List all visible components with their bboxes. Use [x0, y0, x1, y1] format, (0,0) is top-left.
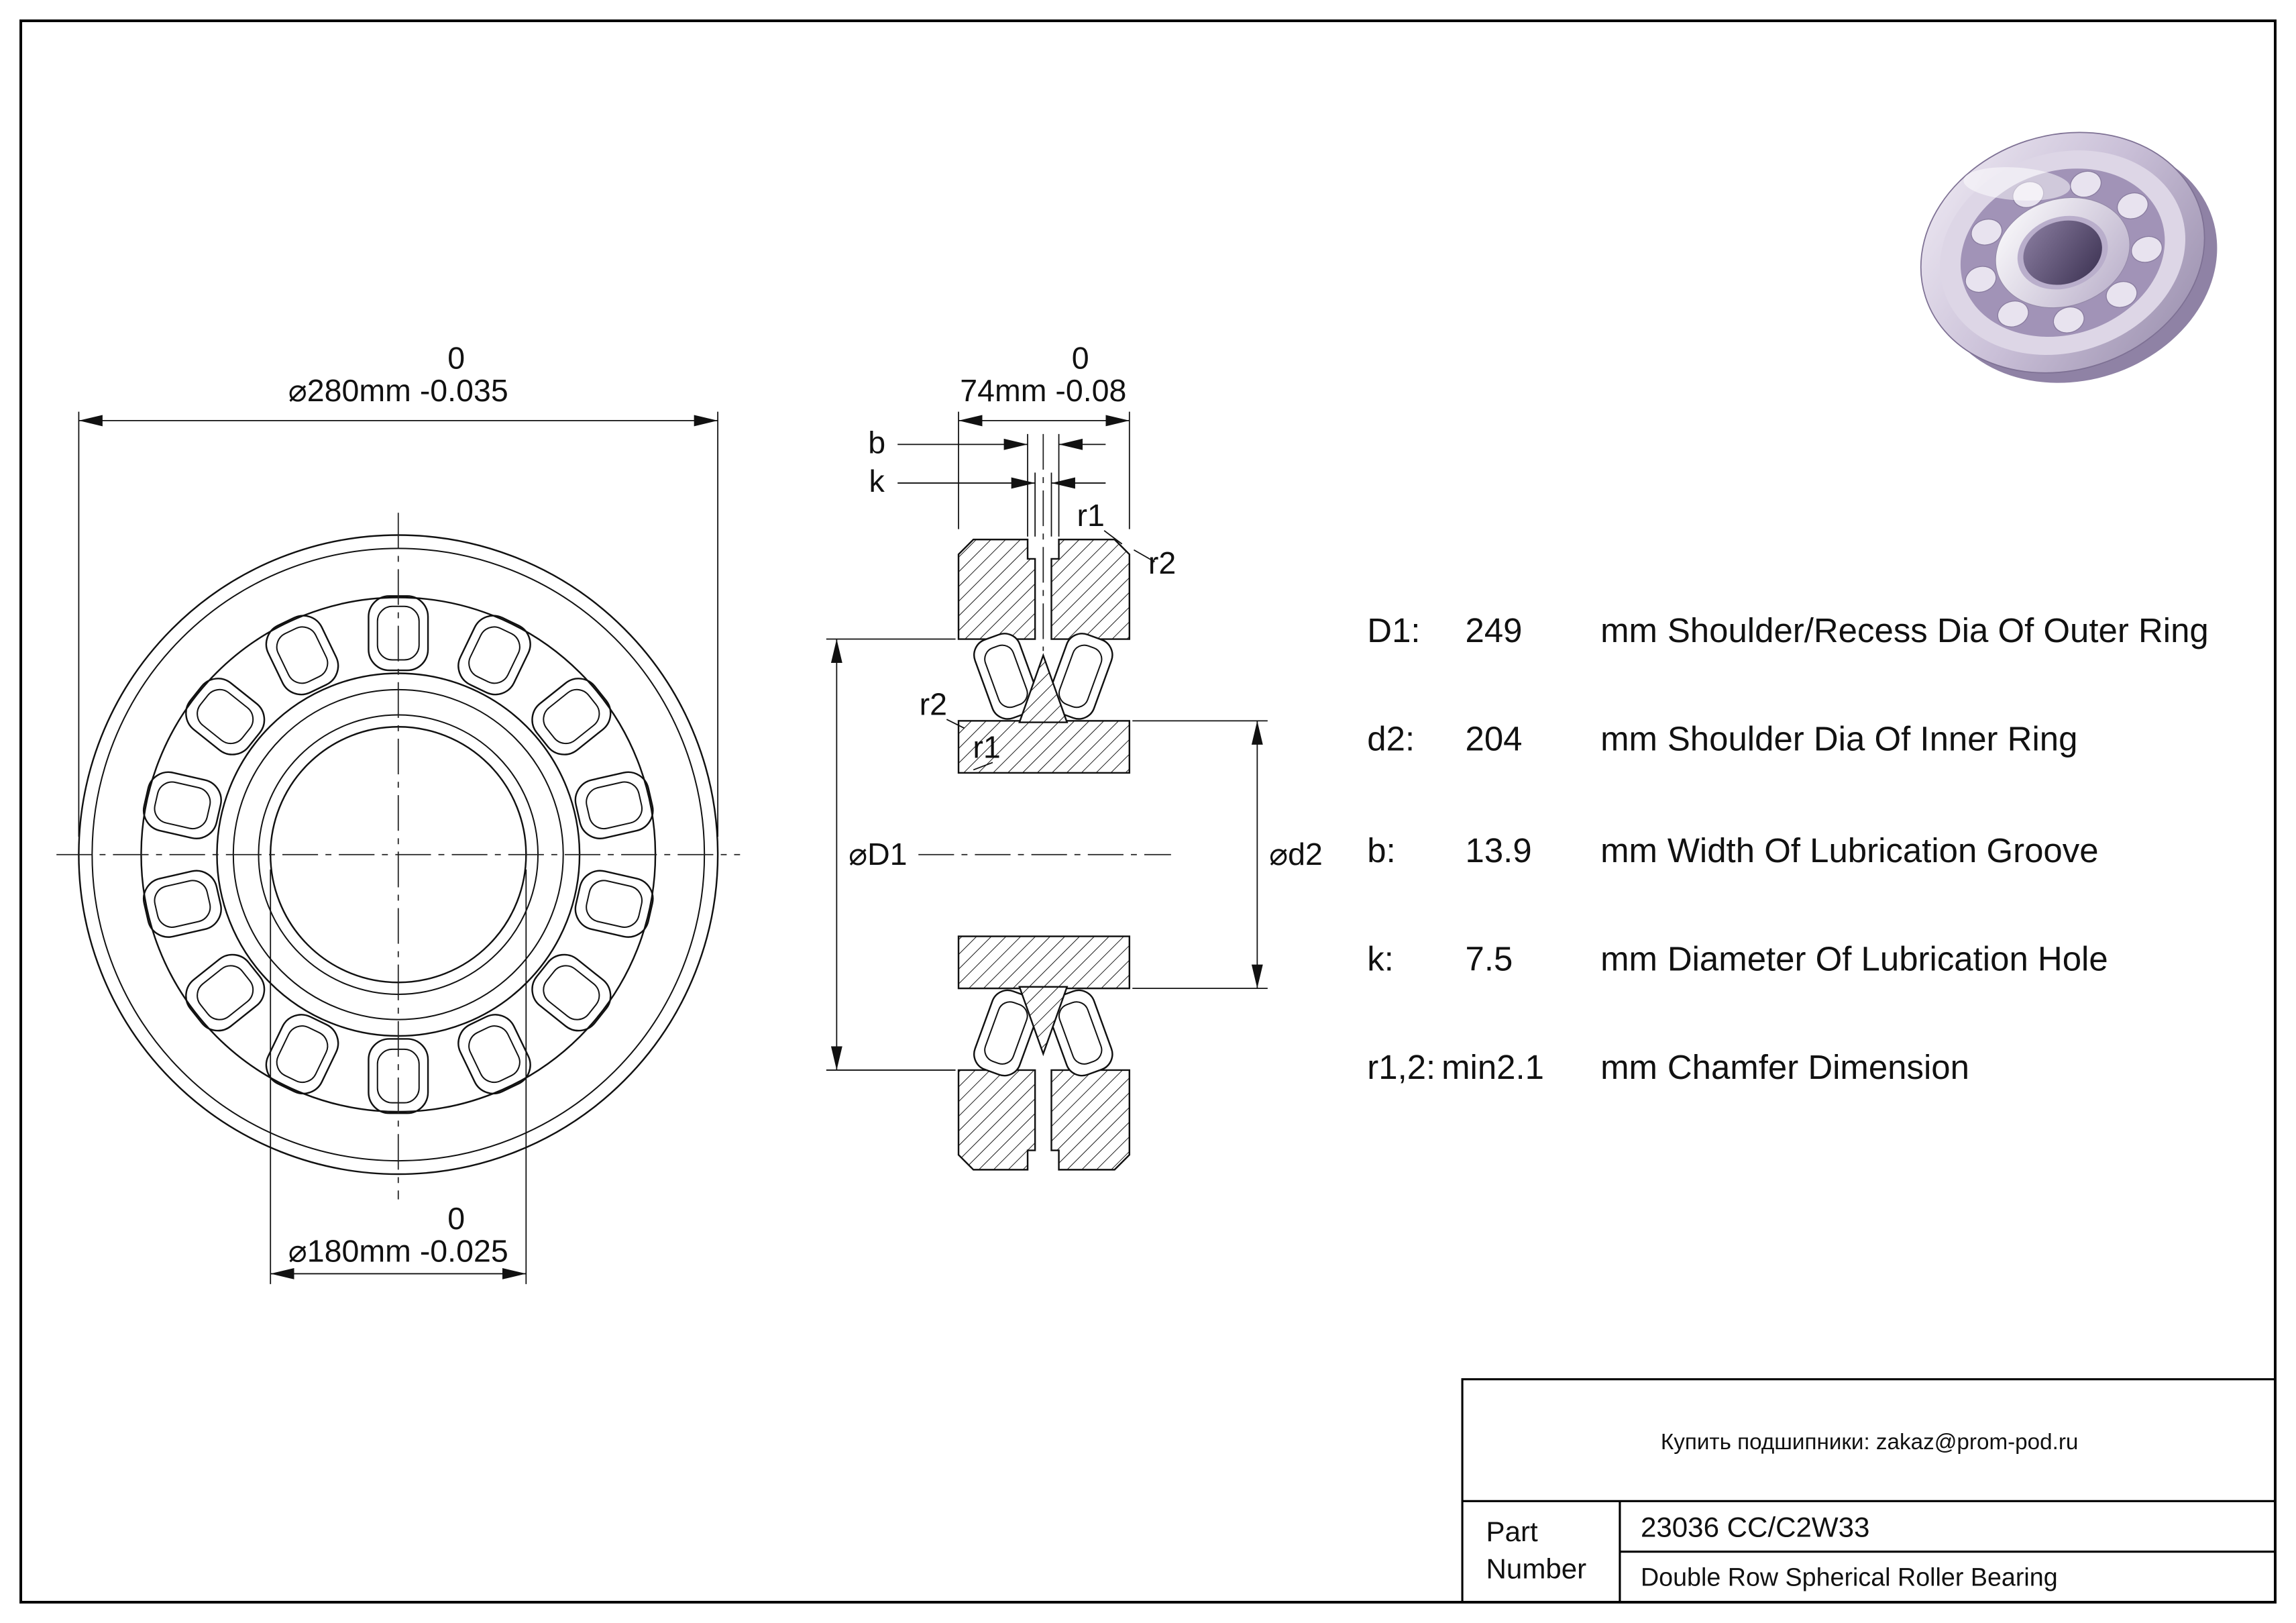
- leader-line: [973, 762, 993, 771]
- photo-roller: [2070, 170, 2102, 198]
- outer-ring-section-bottom-right: [1050, 1069, 1131, 1171]
- spec-name: r1,2:: [1367, 1048, 1435, 1086]
- roller: [457, 615, 531, 696]
- specifications: D1: 249 mm Shoulder/Recess Dia Of Outer …: [1367, 611, 2208, 1086]
- width-dimension-label: 74mm -0.08: [960, 373, 1126, 408]
- spec-row-r12: r1,2: min2.1 mm Chamfer Dimension: [1367, 1048, 1969, 1086]
- photo-roller: [1971, 218, 2003, 246]
- spec-value: 7.5: [1466, 940, 1513, 978]
- section-view: 0 74mm -0.08 b k r1 r2 r2 r1: [826, 340, 1323, 1171]
- front-view: 0 ⌀280mm -0.035 0 ⌀180mm -0.025: [56, 340, 741, 1284]
- spec-value: 13.9: [1466, 831, 1532, 870]
- dimension-groove-b: b: [868, 425, 1106, 537]
- bore-tolerance-zero: 0: [447, 1201, 465, 1236]
- d1-label: ⌀D1: [849, 837, 907, 872]
- inner-ring-section-bottom: [957, 935, 1131, 990]
- inner-ring-rib-top: [1018, 653, 1069, 723]
- spec-description: Shoulder/Recess Dia Of Outer Ring: [1668, 611, 2209, 649]
- roller-section-bottom-right: [1047, 989, 1113, 1077]
- groove-label-b: b: [868, 425, 885, 460]
- roller-section-top-left: [973, 633, 1039, 720]
- spec-name: k:: [1367, 940, 1394, 978]
- roller: [457, 1014, 531, 1095]
- roller: [265, 615, 339, 696]
- spec-description: Shoulder Dia Of Inner Ring: [1668, 720, 2078, 758]
- chamfer-labels: r1 r2 r2 r1: [920, 498, 1176, 771]
- roller: [574, 870, 654, 938]
- roller: [531, 678, 612, 755]
- roller: [574, 771, 654, 839]
- chamfer-label-r2-top: r2: [1148, 545, 1176, 580]
- bore-dimension-label: ⌀180mm -0.025: [288, 1234, 508, 1269]
- od-dimension-label: ⌀280mm -0.035: [288, 373, 508, 408]
- spec-name: D1:: [1367, 611, 1420, 649]
- photo-roller: [2130, 235, 2163, 263]
- bearing-description: Double Row Spherical Roller Bearing: [1641, 1563, 2058, 1591]
- outer-ring-section-top-right: [1050, 538, 1131, 640]
- roller: [185, 678, 266, 755]
- inner-ring-rib-bottom: [1018, 986, 1069, 1057]
- spec-row-k: k: 7.5 mm Diameter Of Lubrication Hole: [1367, 940, 2108, 978]
- title-block-border: [1461, 1378, 2277, 1604]
- title-block: Купить подшипники: zakaz@prom-pod.ru Par…: [1461, 1378, 2277, 1604]
- outer-ring-section-bottom-left: [957, 1069, 1036, 1171]
- photo-roller: [2116, 192, 2148, 219]
- spec-unit: mm: [1600, 611, 1657, 649]
- spec-description: Width Of Lubrication Groove: [1668, 831, 2099, 870]
- dimension-width: 0 74mm -0.08: [958, 340, 1130, 529]
- leader-line: [1103, 530, 1123, 545]
- bearing-highlight: [1963, 167, 2071, 201]
- spec-row-d2: d2: 204 mm Shoulder Dia Of Inner Ring: [1367, 720, 2077, 758]
- spec-unit: mm: [1600, 1048, 1657, 1086]
- photo-roller: [1997, 300, 2029, 327]
- bearing-bore: [2023, 220, 2102, 285]
- dimension-bore-diameter: 0 ⌀180mm -0.025: [270, 869, 527, 1284]
- roller: [142, 870, 222, 938]
- spec-value: 204: [1466, 720, 1523, 758]
- part-number-label-line1: Part: [1486, 1516, 1538, 1547]
- photo-roller: [1965, 266, 1997, 293]
- bearing-photo-rollers: [1965, 170, 2163, 333]
- hole-label-k: k: [869, 464, 885, 499]
- roller: [185, 953, 266, 1032]
- chamfer-label-r1-top: r1: [1077, 498, 1105, 533]
- spec-description: Chamfer Dimension: [1668, 1048, 1969, 1086]
- dimension-outer-diameter: 0 ⌀280mm -0.035: [78, 340, 718, 837]
- sheet-frame: [19, 19, 2277, 1604]
- dimension-d2: ⌀d2: [1132, 720, 1323, 989]
- spec-unit: mm: [1600, 720, 1657, 758]
- roller-section-top-right: [1047, 633, 1113, 720]
- spec-unit: mm: [1600, 940, 1657, 978]
- part-number-value: 23036 CC/C2W33: [1641, 1512, 1870, 1543]
- spec-name: d2:: [1367, 720, 1415, 758]
- spec-value: 249: [1466, 611, 1523, 649]
- spec-row-b: b: 13.9 mm Width Of Lubrication Groove: [1367, 831, 2098, 870]
- outer-ring-section-top-left: [957, 538, 1036, 640]
- roller: [265, 1014, 339, 1095]
- od-tolerance-zero: 0: [447, 340, 465, 375]
- photo-roller: [2053, 306, 2085, 333]
- d2-label: ⌀d2: [1269, 837, 1323, 872]
- roller-section-bottom-left: [973, 989, 1039, 1077]
- dimension-hole-k: k: [869, 464, 1106, 537]
- contact-email: Купить подшипники: zakaz@prom-pod.ru: [1661, 1430, 2079, 1455]
- roller: [142, 771, 222, 839]
- width-tolerance-zero: 0: [1072, 340, 1089, 375]
- spec-description: Diameter Of Lubrication Hole: [1668, 940, 2108, 978]
- roller: [531, 953, 612, 1032]
- spec-unit: mm: [1600, 831, 1657, 870]
- spec-value: min2.1: [1441, 1048, 1544, 1086]
- leader-line: [946, 719, 965, 729]
- chamfer-label-r2-left: r2: [920, 687, 947, 722]
- chamfer-label-r1-left: r1: [973, 730, 1000, 765]
- part-number-label-line2: Number: [1486, 1553, 1587, 1585]
- bearing-photo: [1920, 132, 2218, 383]
- dimension-d1: ⌀D1: [826, 638, 956, 1071]
- leader-line: [1134, 549, 1155, 563]
- photo-roller: [2106, 280, 2138, 308]
- spec-row-d1: D1: 249 mm Shoulder/Recess Dia Of Outer …: [1367, 611, 2208, 649]
- spec-name: b:: [1367, 831, 1395, 870]
